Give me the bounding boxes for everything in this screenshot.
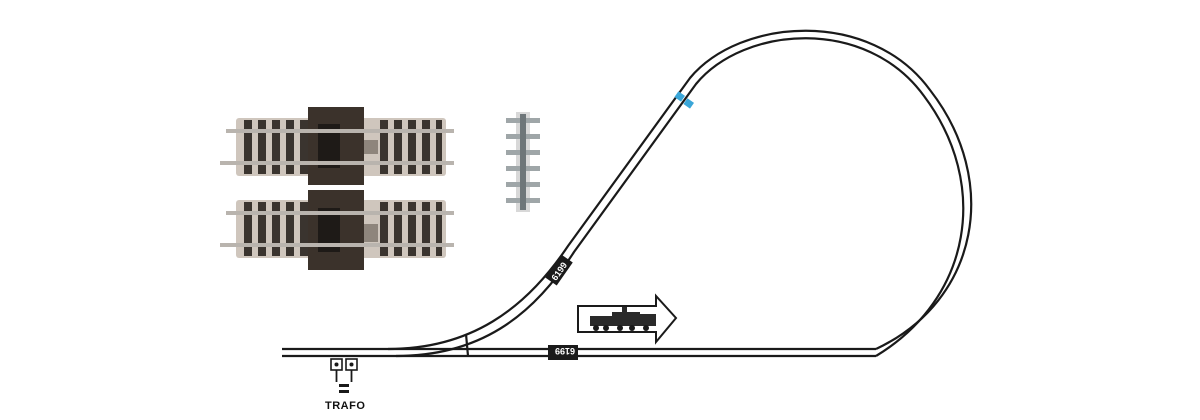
track-code-label: 6199 [555,346,575,356]
turnout-switch [464,333,470,357]
transformer-icon [330,358,358,393]
isolation-marker [674,91,694,109]
balloon-loop-track [387,29,973,358]
track-section-image-top [220,107,454,185]
uncoupler-strip-icon [506,112,540,212]
track-contact-straight: 6199 [548,345,578,360]
main-straight-track [282,347,876,358]
trafo-label: TRAFO [325,400,365,412]
locomotive-icon [590,307,656,331]
track-section-image-bottom [220,190,454,270]
